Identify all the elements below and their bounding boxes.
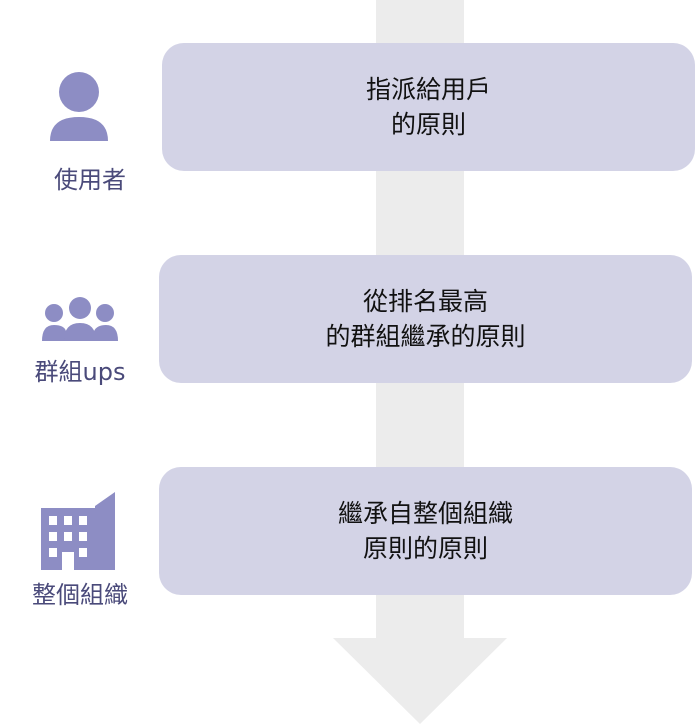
user-policy-box: 指派給用戶 的原則: [162, 43, 695, 171]
user-icon: [50, 72, 108, 141]
group-label: 群組ups: [34, 358, 126, 386]
organization-policy-line1: 繼承自整個組織: [337, 499, 513, 528]
organization-label: 整個組織: [32, 581, 128, 609]
user-policy-line1: 指派給用戶: [365, 75, 491, 104]
group-policy-line2: 的群組繼承的原則: [325, 322, 526, 351]
organization-policy-line2: 原則的原則: [362, 534, 488, 563]
user-label: 使用者: [54, 166, 126, 194]
group-policy-box: 從排名最高 的群組繼承的原則: [159, 255, 692, 383]
organization-policy-box: 繼承自整個組織 原則的原則: [159, 467, 692, 595]
group-policy-line1: 從排名最高: [362, 287, 488, 316]
building-icon: [41, 492, 115, 570]
flow-arrow-head: [333, 638, 507, 724]
user-policy-line2: 的原則: [390, 110, 466, 139]
group-icon: [42, 297, 118, 341]
